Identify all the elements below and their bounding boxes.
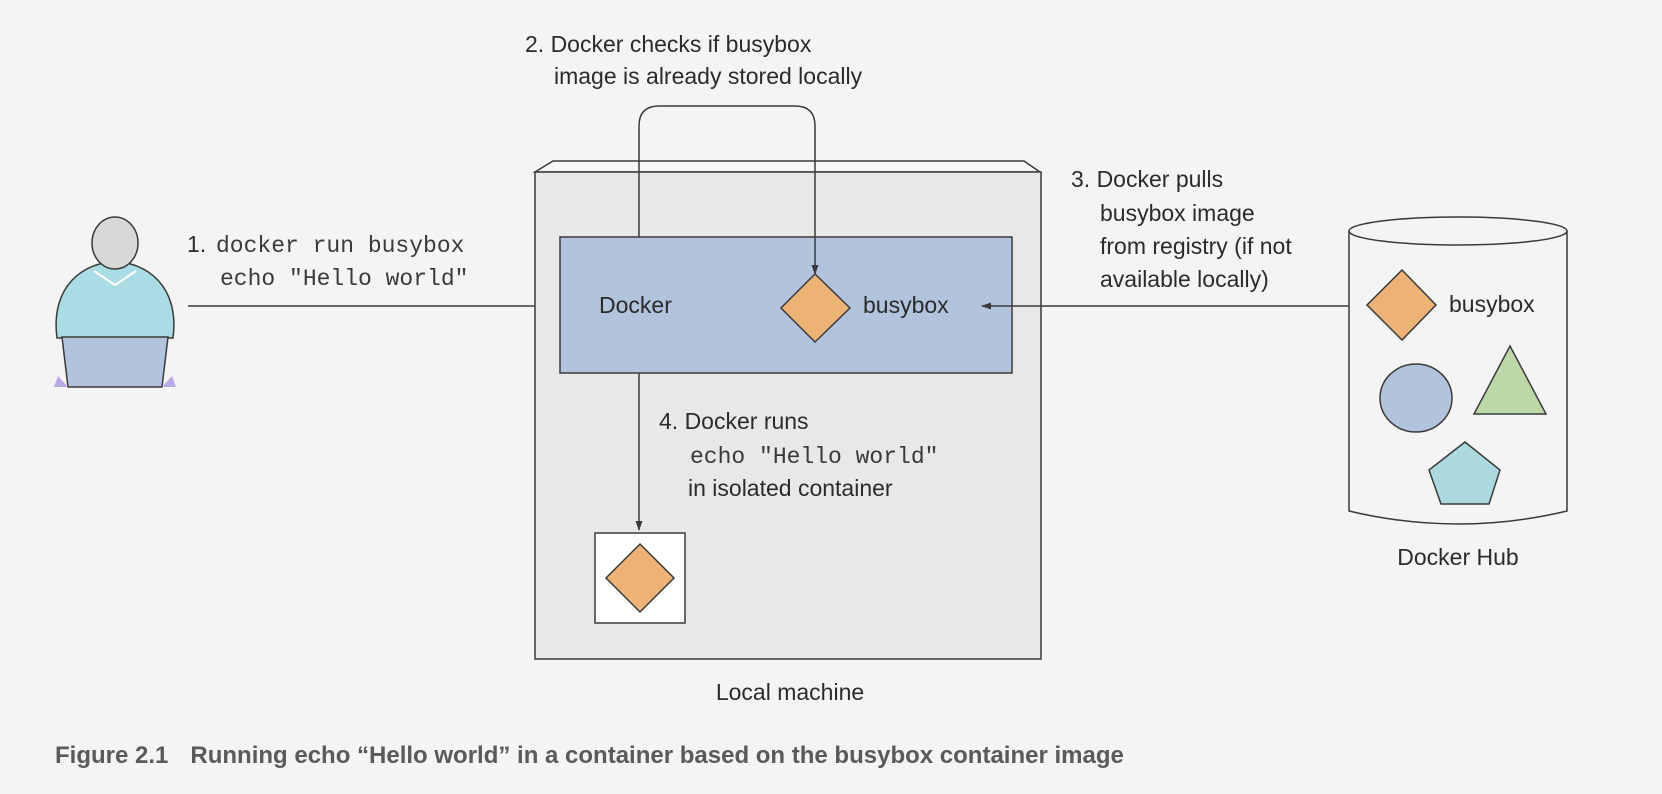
busybox-local-label: busybox [863, 292, 949, 318]
arrow-check-local [638, 105, 819, 275]
figure-caption: Figure 2.1 Running echo “Hello world” in … [55, 742, 1124, 770]
laptop-icon [61, 336, 169, 388]
hub-busybox-diamond-icon [1365, 268, 1438, 342]
docker-label: Docker [599, 292, 672, 318]
docker-hub-label: Docker Hub [1397, 544, 1518, 570]
step2-line1: 2. Docker checks if busybox [525, 31, 812, 57]
user-icon [54, 216, 176, 388]
step2-line2: image is already stored locally [554, 63, 863, 89]
step3-line4: available locally) [1100, 266, 1269, 292]
step3-line1: 3. Docker pulls [1071, 166, 1223, 192]
figure-caption-text: Running echo “Hello world” in a containe… [190, 742, 1124, 769]
hub-triangle-image-icon [1472, 344, 1548, 415]
busybox-image-diamond-icon [779, 272, 852, 344]
step3-line2: busybox image [1100, 200, 1255, 226]
step4-line2: echo "Hello world" [690, 444, 938, 470]
container-busybox-diamond-icon [604, 542, 676, 614]
figure-number: Figure 2.1 [55, 742, 169, 769]
step4-line1: 4. Docker runs [659, 408, 809, 434]
step1-number: 1. [187, 231, 206, 257]
step1-command-line2: echo "Hello world" [220, 266, 468, 292]
hub-pentagon-image-icon [1428, 441, 1501, 505]
step1-command-line1: docker run busybox [216, 233, 464, 259]
step3-line3: from registry (if not [1100, 233, 1292, 259]
local-machine-label: Local machine [716, 679, 864, 705]
step4-line3: in isolated container [688, 475, 893, 501]
hub-circle-image-icon [1379, 363, 1453, 433]
hub-busybox-label: busybox [1449, 291, 1535, 317]
